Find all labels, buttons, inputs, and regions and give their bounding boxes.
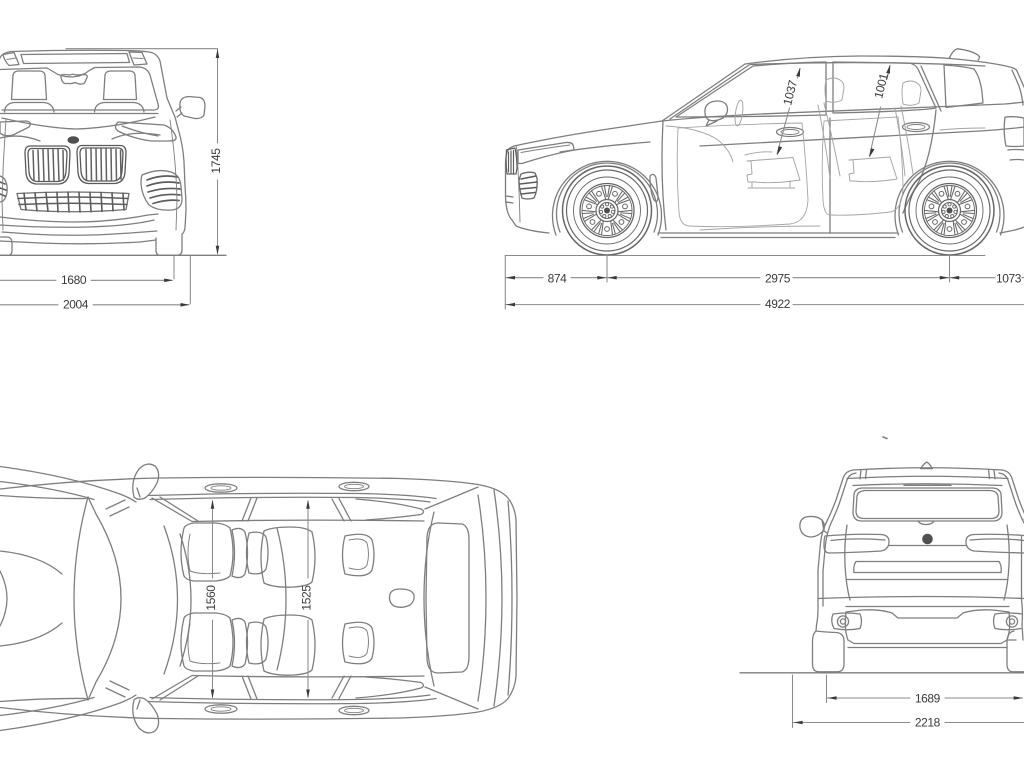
svg-text:1525: 1525	[300, 585, 314, 611]
svg-text:1560: 1560	[204, 585, 218, 611]
svg-text:4922: 4922	[765, 297, 791, 311]
svg-text:1680: 1680	[61, 273, 87, 287]
svg-text:2218: 2218	[915, 716, 941, 730]
svg-text:2975: 2975	[765, 272, 791, 286]
svg-text:1001: 1001	[871, 71, 891, 99]
svg-text:1689: 1689	[915, 691, 941, 705]
svg-text:2004: 2004	[63, 298, 89, 312]
svg-text:1037: 1037	[780, 78, 800, 106]
svg-text:1073: 1073	[996, 272, 1022, 286]
svg-text:1745: 1745	[209, 148, 223, 174]
svg-text:874: 874	[548, 272, 568, 286]
